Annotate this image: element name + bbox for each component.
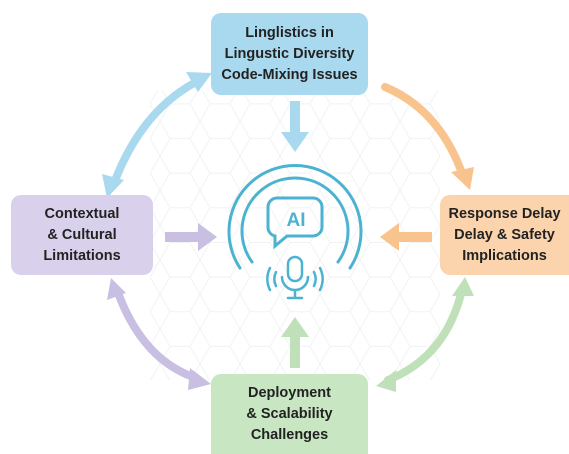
- arrow-right-head: [198, 223, 217, 251]
- ai-chat-bubble-icon: [266, 196, 324, 250]
- sound-wave-right-icon: [312, 266, 324, 292]
- arrow-top-left: [109, 78, 200, 190]
- node-bottom-line-2: & Scalability: [246, 405, 333, 422]
- arrow-down-shaft: [290, 101, 300, 133]
- node-contextual-cultural: Contextual & Cultural Limitations: [11, 195, 153, 275]
- node-response-delay: Response Delay Delay & Safety Implicatio…: [440, 195, 569, 275]
- arrow-down-head: [281, 132, 309, 152]
- ai-emblem: [227, 164, 363, 300]
- node-right-line-3: Implications: [462, 247, 547, 264]
- arrow-left-bottom-head-1: [107, 278, 126, 300]
- sound-wave-left-icon: [266, 266, 278, 292]
- outer-ring: [227, 164, 363, 270]
- node-right-line-2: Delay & Safety: [454, 226, 555, 243]
- arrow-bottom-right-head-2: [452, 277, 474, 296]
- ai-label: AI: [287, 210, 306, 231]
- inner-ring: [240, 176, 350, 264]
- arrow-left-bottom-head-2: [188, 368, 211, 390]
- arrow-top-left-head-2: [102, 174, 124, 198]
- arrow-top-left-head-1: [186, 72, 212, 92]
- node-top-line-3: Code-Mixing Issues: [221, 66, 358, 83]
- arrow-left-head: [380, 223, 399, 251]
- arrow-bottom-right: [384, 286, 466, 384]
- arrow-up-head: [281, 317, 309, 337]
- node-deployment-scalability: Deployment & Scalability Challenges: [211, 374, 368, 454]
- node-top-line-2: Lingustic Diversity: [224, 45, 355, 62]
- node-left-line-2: & Cultural: [47, 226, 117, 243]
- node-linguistic-diversity: Linglistics in Lingustic Diversity Code-…: [211, 13, 368, 95]
- arrow-left-shaft: [398, 232, 432, 242]
- microphone-icon: [280, 255, 310, 300]
- node-bottom-line-1: Deployment: [248, 384, 331, 401]
- node-left-line-1: Contextual: [44, 205, 120, 222]
- arrow-left-bottom: [113, 286, 200, 382]
- node-top-line-1: Linglistics in: [245, 24, 334, 41]
- node-left-line-3: Limitations: [43, 247, 121, 264]
- arrow-up-shaft: [290, 336, 300, 368]
- node-bottom-line-3: Challenges: [250, 426, 329, 443]
- arrow-right-shaft: [165, 232, 199, 242]
- arrow-top-right: [381, 83, 467, 180]
- node-right-line-1: Response Delay: [448, 205, 561, 222]
- arrow-top-right-head: [451, 167, 474, 190]
- arrow-bottom-right-head-1: [376, 370, 396, 392]
